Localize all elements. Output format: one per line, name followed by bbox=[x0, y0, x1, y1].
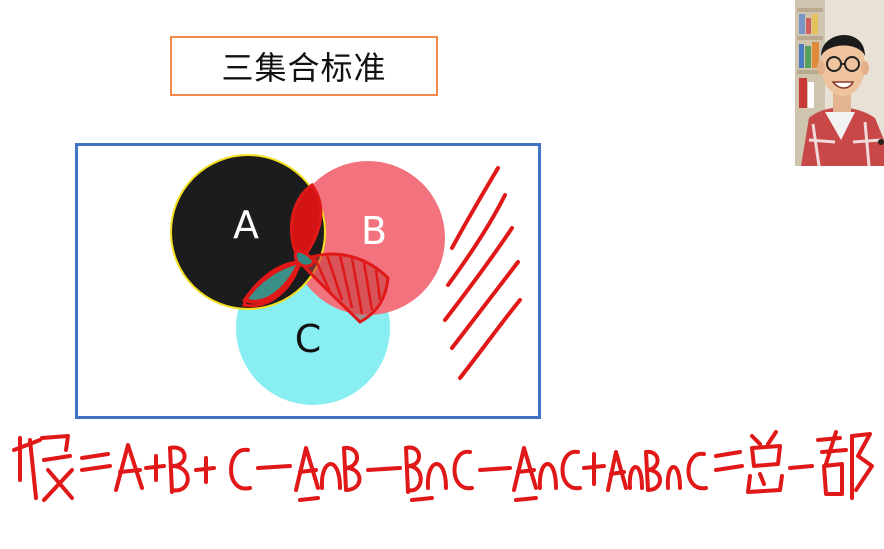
venn-frame bbox=[75, 143, 541, 419]
set-b-label: B bbox=[361, 209, 387, 253]
presenter-image bbox=[795, 0, 884, 166]
ink-outside-hatching bbox=[443, 166, 522, 380]
ink-b-and-c-hatching bbox=[313, 254, 382, 315]
set-a-label: A bbox=[233, 203, 259, 247]
presenter-webcam bbox=[795, 0, 884, 166]
ink-a-and-c-outline bbox=[242, 260, 302, 308]
handwritten-formula bbox=[12, 430, 874, 502]
set-c-label: C bbox=[295, 317, 322, 361]
ink-center bbox=[293, 250, 316, 268]
slide-title: 三集合标准 bbox=[170, 36, 438, 96]
